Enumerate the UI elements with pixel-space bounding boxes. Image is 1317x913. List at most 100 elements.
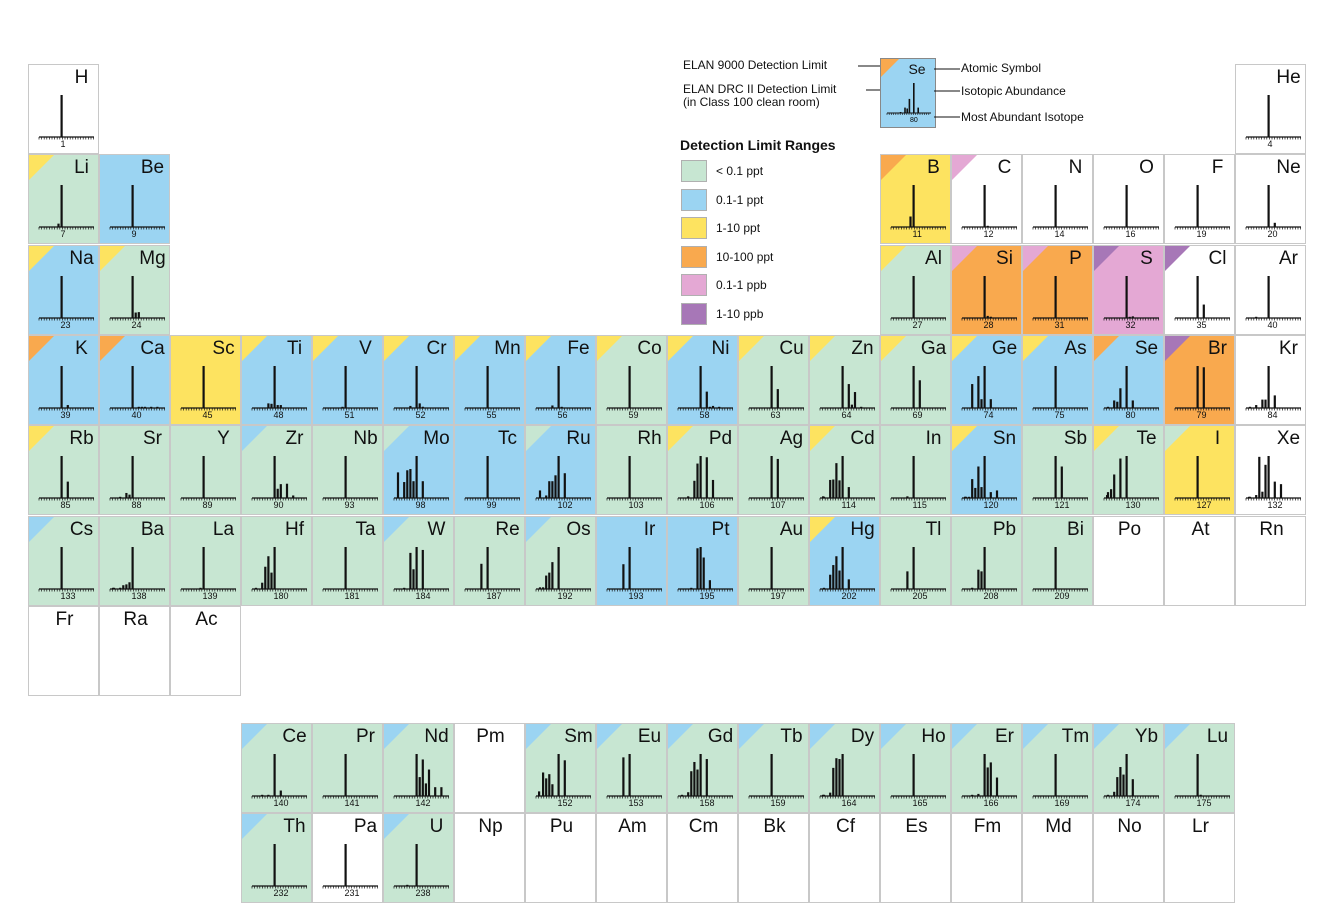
isotope-bar bbox=[273, 366, 276, 408]
isotope-bar bbox=[718, 406, 721, 408]
isotope-spectrum: 133 bbox=[38, 547, 94, 601]
elan9000-limit-triangle bbox=[1023, 517, 1048, 542]
isotope-bar bbox=[1273, 222, 1276, 227]
most-abundant-isotope: 209 bbox=[1055, 591, 1070, 601]
most-abundant-isotope: 130 bbox=[1126, 500, 1141, 510]
isotope-bar bbox=[841, 456, 844, 498]
legend-key-symbol: Se bbox=[908, 61, 926, 77]
isotope-spectrum: 23 bbox=[38, 276, 94, 330]
isotope-bar bbox=[563, 760, 566, 796]
isotope-bar bbox=[995, 777, 999, 796]
isotope-bar bbox=[480, 563, 483, 589]
isotope-bar bbox=[60, 366, 63, 408]
isotope-bar bbox=[273, 754, 276, 796]
atomic-symbol: Li bbox=[74, 157, 89, 178]
most-abundant-isotope: 51 bbox=[345, 410, 355, 420]
atomic-symbol: Nb bbox=[353, 428, 378, 449]
elan9000-limit-triangle bbox=[29, 336, 54, 361]
atomic-symbol: Ag bbox=[779, 428, 804, 449]
isotope-bar bbox=[60, 547, 63, 589]
isotope-bar bbox=[1054, 185, 1057, 227]
isotope-bar bbox=[551, 405, 554, 408]
isotope-bar bbox=[1261, 399, 1264, 408]
atomic-symbol: Ga bbox=[920, 338, 947, 359]
isotope-bar bbox=[545, 575, 548, 589]
isotope-spectrum: 209 bbox=[1032, 547, 1088, 601]
isotope-bar bbox=[66, 481, 69, 498]
range-swatch-green bbox=[681, 160, 707, 182]
isotope-spectrum: 181 bbox=[322, 547, 378, 601]
isotope-bar bbox=[986, 225, 989, 227]
isotope-bar bbox=[832, 479, 835, 498]
isotope-bar bbox=[1119, 388, 1122, 408]
isotope-bar bbox=[912, 754, 915, 796]
isotope-bar bbox=[776, 389, 779, 408]
isotope-bar bbox=[696, 769, 699, 796]
most-abundant-isotope: 138 bbox=[132, 591, 147, 601]
isotope-spectrum: 79 bbox=[1174, 366, 1230, 420]
isotopic-abundance-label: Isotopic Abundance bbox=[961, 84, 1066, 98]
most-abundant-isotope: 75 bbox=[1055, 410, 1065, 420]
most-abundant-isotope: 63 bbox=[771, 410, 781, 420]
isotope-spectrum: 99 bbox=[464, 456, 520, 510]
isotope-bar bbox=[415, 754, 418, 796]
most-abundant-isotope: 80 bbox=[1126, 410, 1136, 420]
isotope-bar bbox=[983, 185, 986, 227]
most-abundant-isotope: 202 bbox=[842, 591, 857, 601]
atomic-symbol: O bbox=[1139, 157, 1154, 178]
most-abundant-isotope: 74 bbox=[984, 410, 994, 420]
atomic-symbol: Zn bbox=[851, 338, 874, 359]
atomic-symbol: W bbox=[427, 519, 446, 540]
isotope-bar bbox=[983, 276, 986, 318]
isotope-bar bbox=[267, 556, 270, 589]
isotope-spectrum: 31 bbox=[1032, 276, 1088, 330]
isotope-bar bbox=[1248, 496, 1252, 498]
isotope-bar bbox=[1267, 276, 1270, 318]
elan9000-limit-triangle bbox=[597, 426, 622, 451]
isotope-bar bbox=[1119, 767, 1122, 796]
isotope-bar bbox=[412, 481, 415, 498]
isotope-bar bbox=[202, 547, 205, 589]
isotope-bar bbox=[486, 456, 489, 498]
isotope-bar bbox=[680, 794, 684, 796]
atomic-symbol: Th bbox=[283, 816, 306, 837]
elan9000-limit-triangle bbox=[881, 724, 906, 749]
isotope-spectrum: 107 bbox=[748, 456, 804, 510]
atomic-symbol: Ru bbox=[566, 428, 591, 449]
isotope-bar bbox=[267, 403, 270, 408]
atomic-symbol: Cr bbox=[426, 338, 447, 359]
isotope-bar bbox=[853, 392, 857, 408]
isotope-spectrum: 184 bbox=[393, 547, 449, 601]
isotope-bar bbox=[261, 794, 264, 796]
isotope-spectrum: 27 bbox=[890, 276, 946, 330]
element-cell-lr: Lr bbox=[1164, 813, 1235, 903]
elan9000-limit-triangle bbox=[100, 517, 125, 542]
most-abundant-isotope: 187 bbox=[487, 591, 502, 601]
isotope-bar bbox=[1054, 547, 1057, 589]
elan9000-limit-triangle bbox=[313, 517, 338, 542]
isotope-bar bbox=[403, 482, 406, 498]
isotope-bar bbox=[563, 473, 566, 498]
atomic-symbol: Cd bbox=[850, 428, 875, 449]
isotope-bar bbox=[427, 769, 431, 796]
atomic-symbol: Ca bbox=[140, 338, 165, 359]
isotope-bar bbox=[1054, 456, 1057, 498]
isotope-bar bbox=[770, 754, 773, 796]
isotope-bar bbox=[693, 761, 696, 796]
most-abundant-isotope: 93 bbox=[345, 500, 355, 510]
most-abundant-isotope: 20 bbox=[1268, 229, 1278, 239]
